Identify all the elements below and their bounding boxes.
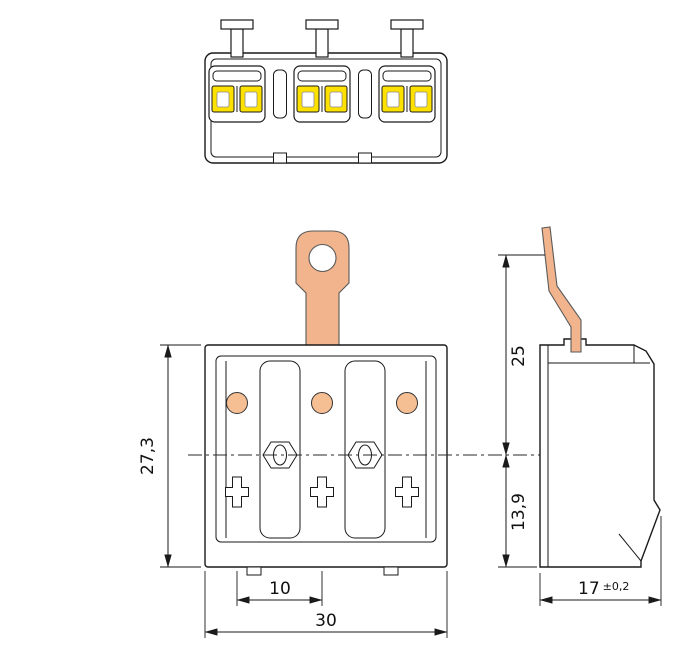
- dimension-label-pitch: 10: [269, 579, 291, 599]
- side-housing: [539, 338, 661, 568]
- dimension-17: 17±0,2: [539, 516, 662, 606]
- dimension-30: 30: [204, 571, 448, 638]
- mounting-foot-1: [246, 566, 262, 576]
- dimension-25-and-13-9: 25 13,9: [498, 254, 545, 568]
- depth-value: 17: [578, 579, 600, 599]
- dimension-10: 10: [236, 571, 323, 606]
- dimension-label-lower-height: 13,9: [509, 493, 529, 531]
- clamp-window-2: [293, 65, 351, 123]
- dimension-label-front-height: 27,3: [138, 437, 158, 475]
- ground-strip-side: [541, 226, 582, 353]
- dimension-27-3: 27,3: [138, 344, 201, 568]
- depth-tolerance: ±0,2: [603, 580, 630, 593]
- clamp-window-3: [378, 65, 436, 123]
- ground-lug-hole: [308, 243, 337, 273]
- dimension-label-width: 30: [315, 611, 337, 631]
- bottom-notch-1: [273, 152, 287, 164]
- divider-slot-1: [273, 69, 287, 119]
- side-view: [539, 226, 661, 568]
- front-inner-wall: [215, 355, 437, 543]
- top-view: [204, 19, 448, 164]
- push-button-3: [390, 19, 424, 58]
- push-button-1: [220, 19, 254, 58]
- push-button-2: [305, 19, 339, 58]
- divider-slot-2: [358, 69, 372, 119]
- latch-line: [618, 533, 642, 562]
- dimension-label-depth: 17±0,2: [578, 579, 629, 599]
- clamp-window-1: [208, 65, 266, 123]
- dimension-label-upper-height: 25: [509, 345, 529, 367]
- front-housing: [204, 344, 448, 568]
- bottom-notch-2: [358, 152, 372, 164]
- mounting-foot-2: [383, 566, 399, 576]
- front-view: [204, 230, 448, 576]
